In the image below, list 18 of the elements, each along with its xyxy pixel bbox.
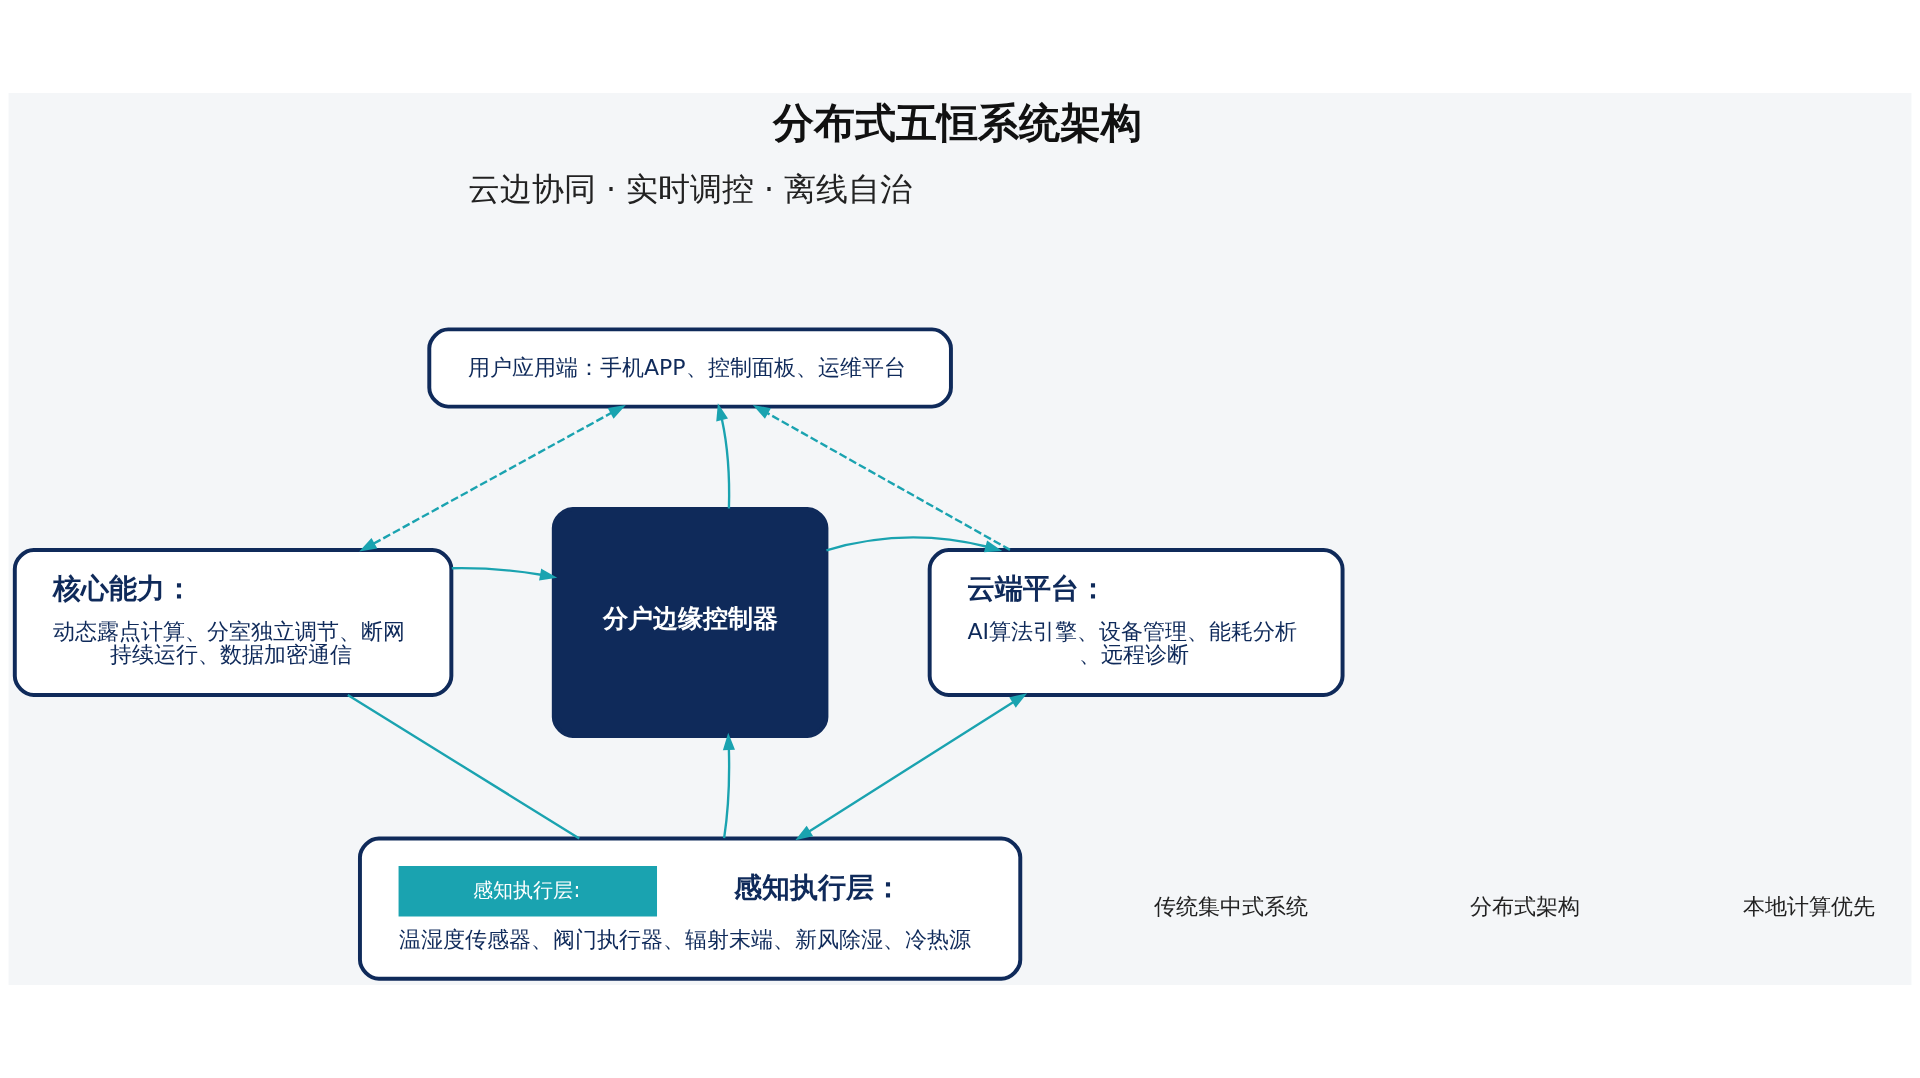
label: 分布式架构	[1470, 894, 1581, 920]
arrow	[716, 403, 731, 509]
arrow	[722, 732, 735, 839]
node-box: 感知执行层: 感知执行层： 温湿度传感器、阀门执行器、辐射末端、新风除湿、冷热源	[357, 836, 1023, 981]
node-box: 用户应用端：手机APP、控制面板、运维平台	[427, 327, 953, 409]
label: 本地计算优先	[1743, 894, 1876, 920]
arrow	[795, 693, 1028, 841]
node-box: 云端平台： AI算法引擎、设备管理、能耗分析、远程诊断	[927, 548, 1345, 697]
arrow	[359, 404, 626, 552]
label: 云边协同 · 实时调控 · 离线自治	[468, 171, 913, 208]
arrow	[752, 404, 1011, 551]
diagram-title: 分布式五恒系统架构	[773, 98, 1143, 147]
connector	[347, 694, 580, 840]
node-box: 核心能力： 动态露点计算、分室独立调节、断网持续运行、数据加密通信	[12, 548, 454, 697]
arrow	[451, 567, 558, 581]
label: 传统集中式系统	[1153, 894, 1308, 920]
node-box: 分户边缘控制器	[551, 507, 829, 738]
arrow	[826, 536, 1003, 553]
